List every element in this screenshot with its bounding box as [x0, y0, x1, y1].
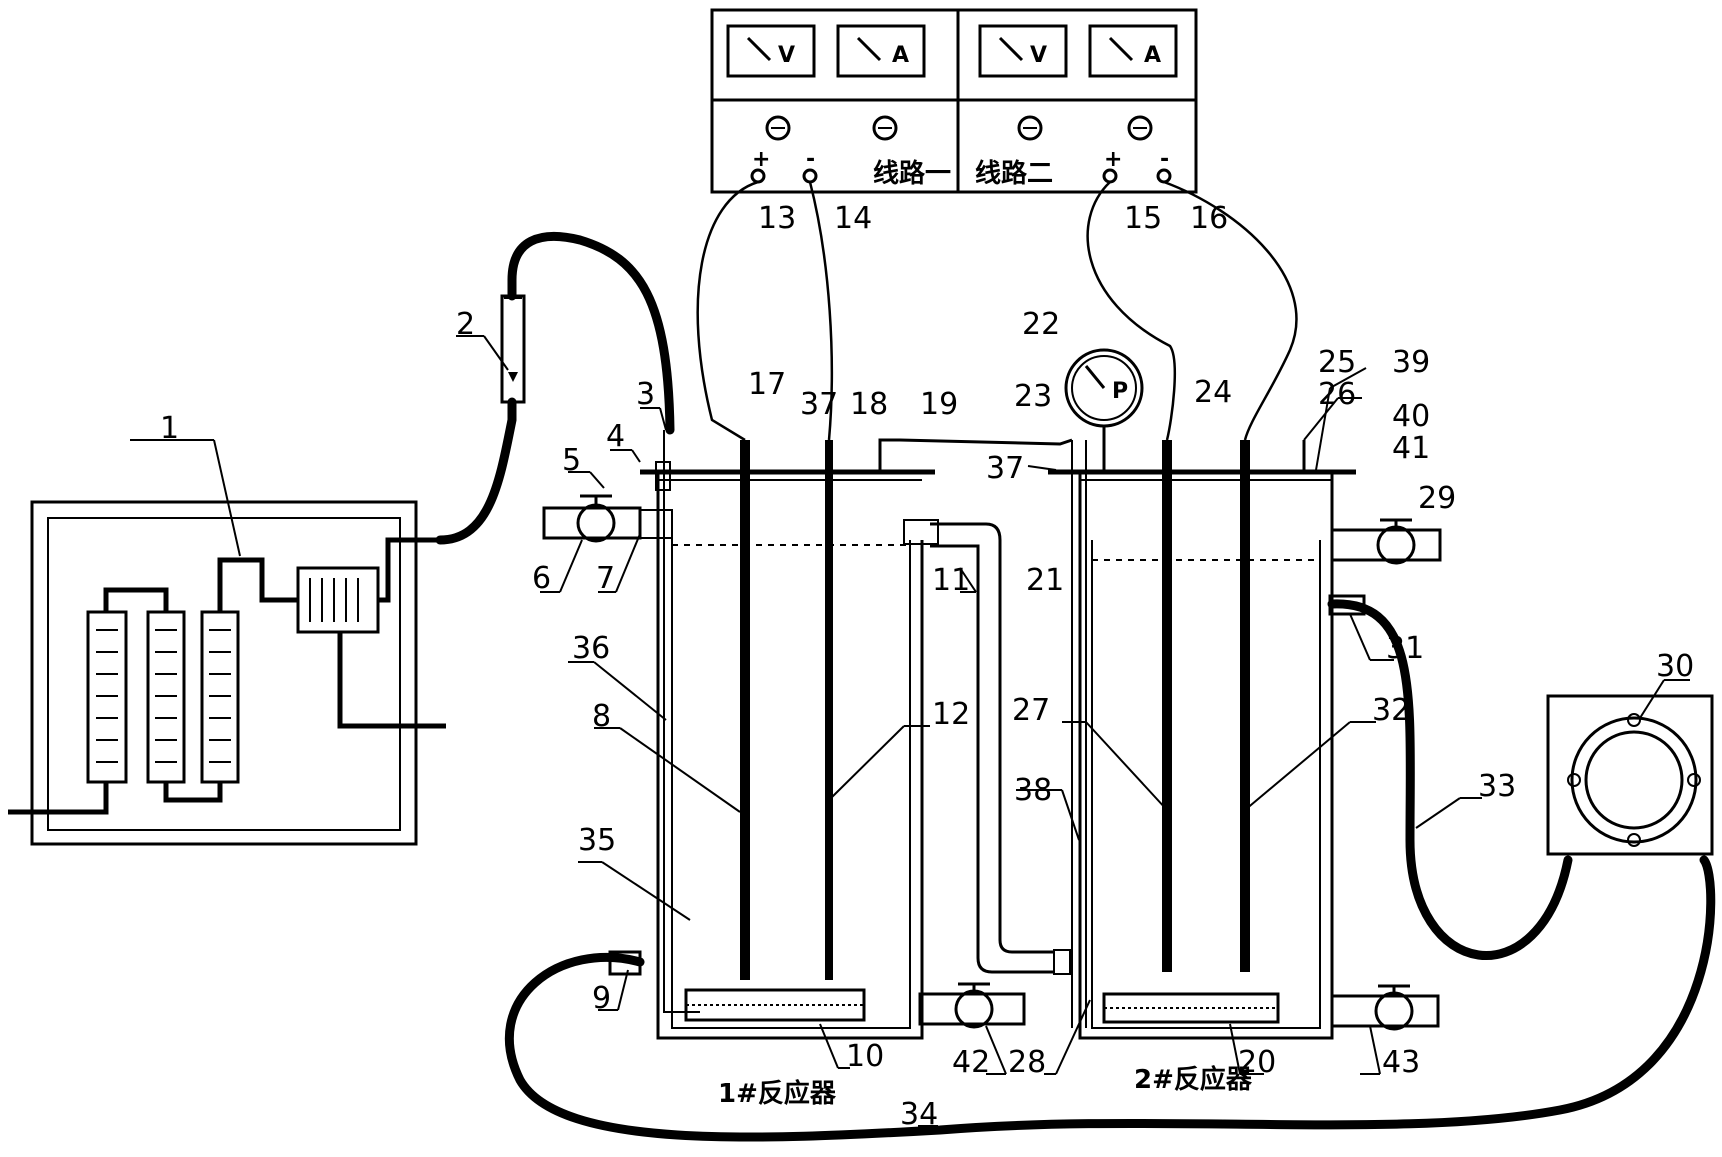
label-7: 7: [596, 561, 615, 596]
label-10: 10: [846, 1039, 884, 1074]
ammeter-1: A: [836, 24, 926, 78]
label-14: 14: [834, 201, 872, 236]
label-1: 1: [160, 411, 179, 446]
reactor-2: [1048, 440, 1356, 1040]
label-13: 13: [758, 201, 796, 236]
polarity-plus: +: [752, 147, 770, 172]
circuit-two-label: 线路二: [975, 158, 1053, 189]
port-31: [1328, 594, 1366, 616]
electrode-8: [740, 440, 750, 980]
polarity-minus: -: [806, 147, 815, 172]
label-28: 28: [1008, 1045, 1046, 1080]
valve-6[interactable]: [542, 494, 642, 543]
gas-hose-to-reactor: [507, 231, 675, 435]
hose-33: [1327, 599, 1573, 960]
polarity-minus: -: [1160, 147, 1169, 172]
label-20: 20: [1238, 1045, 1276, 1080]
knob-icon[interactable]: [765, 115, 791, 141]
label-35: 35: [578, 823, 616, 858]
label-25: 25: [1318, 345, 1356, 380]
part-numbers: 1 2 3 4 5 6 7 8 9 10 11 12 13 14 15 16 1…: [160, 201, 1694, 1132]
connecting-pipe-11: [930, 522, 1071, 975]
label-17: 17: [748, 367, 786, 402]
label-38: 38: [1014, 773, 1052, 808]
reactor-1: [639, 430, 939, 1040]
label-34: 34: [900, 1097, 938, 1132]
voltmeter-1: V: [726, 24, 816, 78]
wire-16: [1163, 180, 1298, 441]
valve-43[interactable]: [1330, 984, 1440, 1031]
label-11: 11: [932, 563, 970, 598]
port-21: [903, 519, 939, 545]
dc-power-supply: V A V A: [710, 8, 1198, 194]
circuit-one-label: 线路一: [873, 158, 951, 189]
knob-icon[interactable]: [1017, 115, 1043, 141]
reactor-2-caption: 2#反应器: [1134, 1064, 1253, 1095]
label-37b: 37: [986, 451, 1024, 486]
label-9: 9: [592, 981, 611, 1016]
gas-hose: [435, 397, 517, 545]
label-12: 12: [932, 697, 970, 732]
ammeter-2: A: [1088, 24, 1178, 78]
reactor-1-caption: 1#反应器: [718, 1078, 837, 1109]
label-6: 6: [532, 561, 551, 596]
svg-text:A: A: [892, 43, 909, 68]
label-43: 43: [1382, 1045, 1420, 1080]
label-15: 15: [1124, 201, 1162, 236]
label-8: 8: [592, 699, 611, 734]
label-21: 21: [1026, 563, 1064, 598]
gas-generator-cabinet: [8, 500, 446, 846]
label-30: 30: [1656, 649, 1694, 684]
svg-text:A: A: [1144, 43, 1161, 68]
label-33: 33: [1478, 769, 1516, 804]
wire-13: [696, 180, 759, 442]
port-9: [608, 950, 642, 976]
label-29: 29: [1418, 481, 1456, 516]
label-16: 16: [1190, 201, 1228, 236]
valve-42[interactable]: [918, 982, 1026, 1029]
flowmeter: [500, 294, 526, 404]
wire-14: [808, 181, 834, 441]
knob-icon[interactable]: [872, 115, 898, 141]
label-40: 40: [1392, 399, 1430, 434]
electrode-32: [1240, 440, 1250, 972]
voltmeter-2: V: [978, 24, 1068, 78]
label-31: 31: [1386, 631, 1424, 666]
label-23: 23: [1014, 379, 1052, 414]
label-27: 27: [1012, 693, 1050, 728]
label-4: 4: [606, 419, 625, 454]
knob-icon[interactable]: [1127, 115, 1153, 141]
flange-5: [655, 461, 671, 491]
svg-text:V: V: [1030, 43, 1047, 68]
electrode-12: [825, 440, 833, 980]
label-18: 18: [850, 387, 888, 422]
wire-15: [1086, 181, 1176, 441]
label-41: 41: [1392, 431, 1430, 466]
peristaltic-pump[interactable]: [1546, 694, 1714, 856]
valve-29[interactable]: [1330, 518, 1442, 565]
electrode-27: [1162, 440, 1172, 972]
polarity-plus: +: [1104, 147, 1122, 172]
label-22: 22: [1022, 307, 1060, 342]
label-36: 36: [572, 631, 610, 666]
pressure-gauge: P: [1064, 348, 1144, 472]
label-24: 24: [1194, 375, 1232, 410]
svg-text:P: P: [1112, 379, 1128, 404]
label-37a: 37: [800, 387, 838, 422]
label-2: 2: [456, 307, 475, 342]
leader-lines: [130, 335, 1690, 1127]
gas-link-37: [878, 438, 1073, 470]
label-42: 42: [952, 1045, 990, 1080]
label-3: 3: [636, 377, 655, 412]
label-26: 26: [1318, 377, 1356, 412]
label-32: 32: [1372, 693, 1410, 728]
svg-text:V: V: [778, 43, 795, 68]
label-39: 39: [1392, 345, 1430, 380]
port-7: [639, 509, 673, 539]
hose-34: [504, 855, 1716, 1142]
label-5: 5: [562, 443, 581, 478]
label-19: 19: [920, 387, 958, 422]
